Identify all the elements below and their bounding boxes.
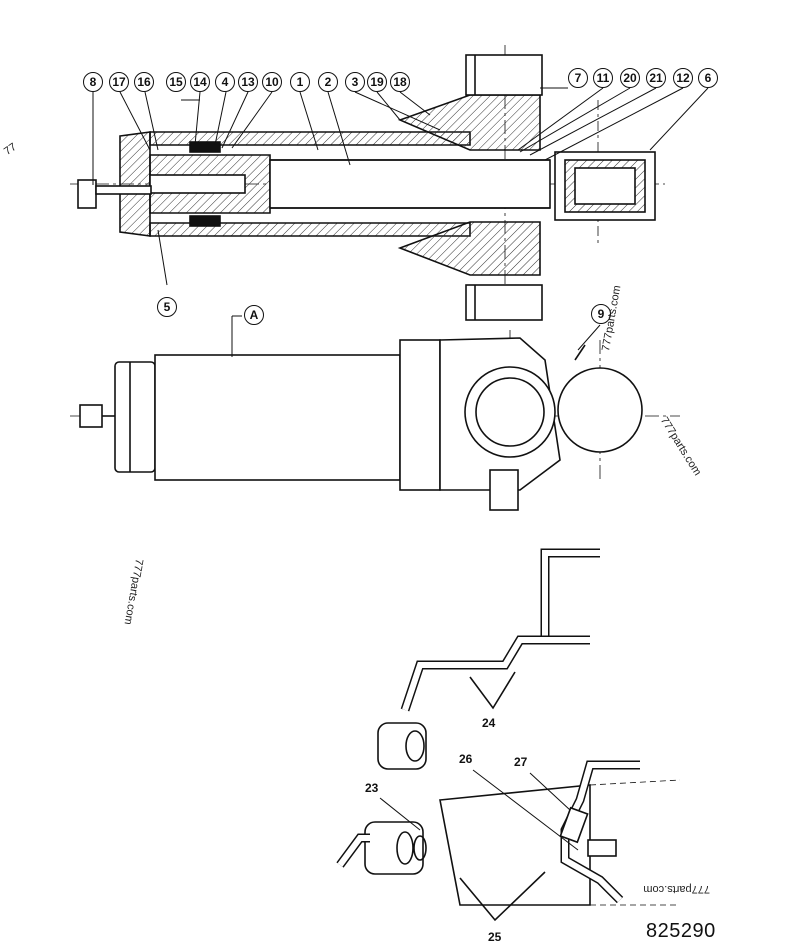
callout-19: 19 bbox=[367, 72, 387, 92]
callout-14: 14 bbox=[190, 72, 210, 92]
callout-3: 3 bbox=[345, 72, 365, 92]
label-23: 23 bbox=[365, 781, 379, 795]
label-27: 27 bbox=[514, 755, 528, 769]
section-view bbox=[70, 45, 665, 321]
callout-8: 8 bbox=[83, 72, 103, 92]
callout-13: 13 bbox=[238, 72, 258, 92]
callout-17: 17 bbox=[109, 72, 129, 92]
drawing-number: 825290 bbox=[646, 920, 716, 942]
callout-18: 18 bbox=[390, 72, 410, 92]
callout-15: 15 bbox=[166, 72, 186, 92]
callout-10: 10 bbox=[262, 72, 282, 92]
callout-5: 5 bbox=[157, 297, 177, 317]
callout-9: 9 bbox=[591, 304, 611, 324]
hose-assembly bbox=[336, 548, 681, 922]
callout-2: 2 bbox=[318, 72, 338, 92]
label-25: 25 bbox=[488, 930, 502, 944]
callout-20: 20 bbox=[620, 68, 640, 88]
callout-21: 21 bbox=[646, 68, 666, 88]
leader-lines bbox=[92, 87, 709, 357]
callout-16: 16 bbox=[134, 72, 154, 92]
callout-A: A bbox=[244, 305, 264, 325]
callout-7: 7 bbox=[568, 68, 588, 88]
watermark-4: 777parts.com bbox=[643, 883, 710, 895]
callout-1: 1 bbox=[290, 72, 310, 92]
callout-11: 11 bbox=[593, 68, 613, 88]
label-26: 26 bbox=[459, 752, 473, 766]
callout-12: 12 bbox=[673, 68, 693, 88]
label-24: 24 bbox=[482, 716, 496, 730]
callout-6: 6 bbox=[698, 68, 718, 88]
callout-4: 4 bbox=[215, 72, 235, 92]
external-view bbox=[70, 330, 680, 511]
